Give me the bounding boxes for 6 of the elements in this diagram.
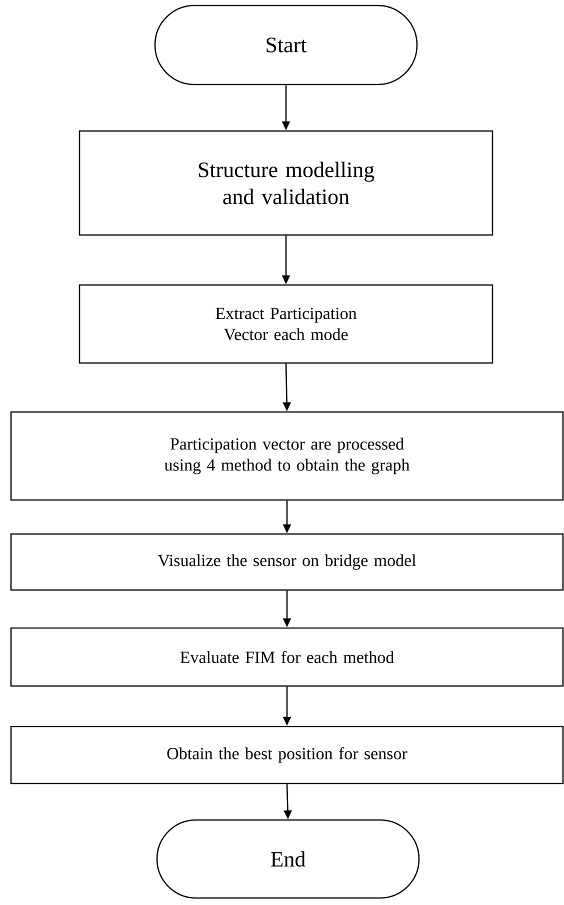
process-box: Extract Participation Vector each mode (78, 284, 494, 364)
process-box: Participation vector are processed using 4 method to obtain the graph (10, 411, 564, 501)
process-box: Visualize the sensor on bridge model (10, 533, 564, 591)
process-box: Structure modelling and validation (78, 130, 494, 236)
process-box: Obtain the best position for sensor (10, 726, 564, 784)
process-box: Evaluate FIM for each method (10, 627, 564, 687)
